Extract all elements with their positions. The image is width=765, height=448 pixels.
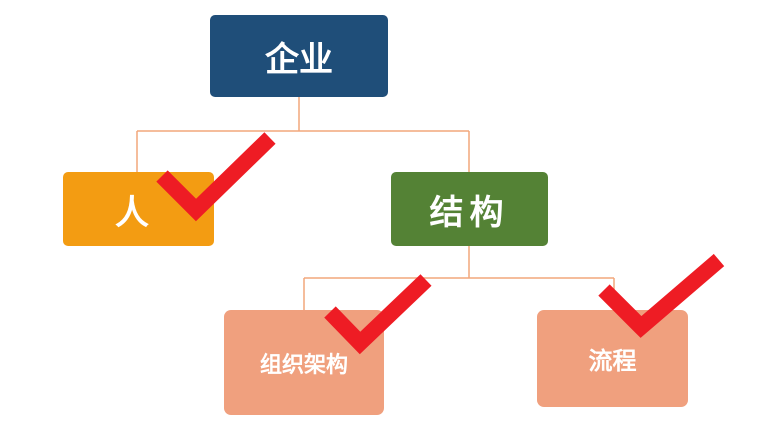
- connector-mid: [303, 246, 615, 310]
- node-org-chart: 组织架构: [224, 310, 384, 415]
- node-structure: 结构: [391, 172, 548, 246]
- node-enterprise: 企业: [210, 15, 388, 97]
- connector-top: [136, 97, 470, 172]
- node-people: 人: [63, 172, 214, 246]
- node-process: 流程: [537, 310, 688, 407]
